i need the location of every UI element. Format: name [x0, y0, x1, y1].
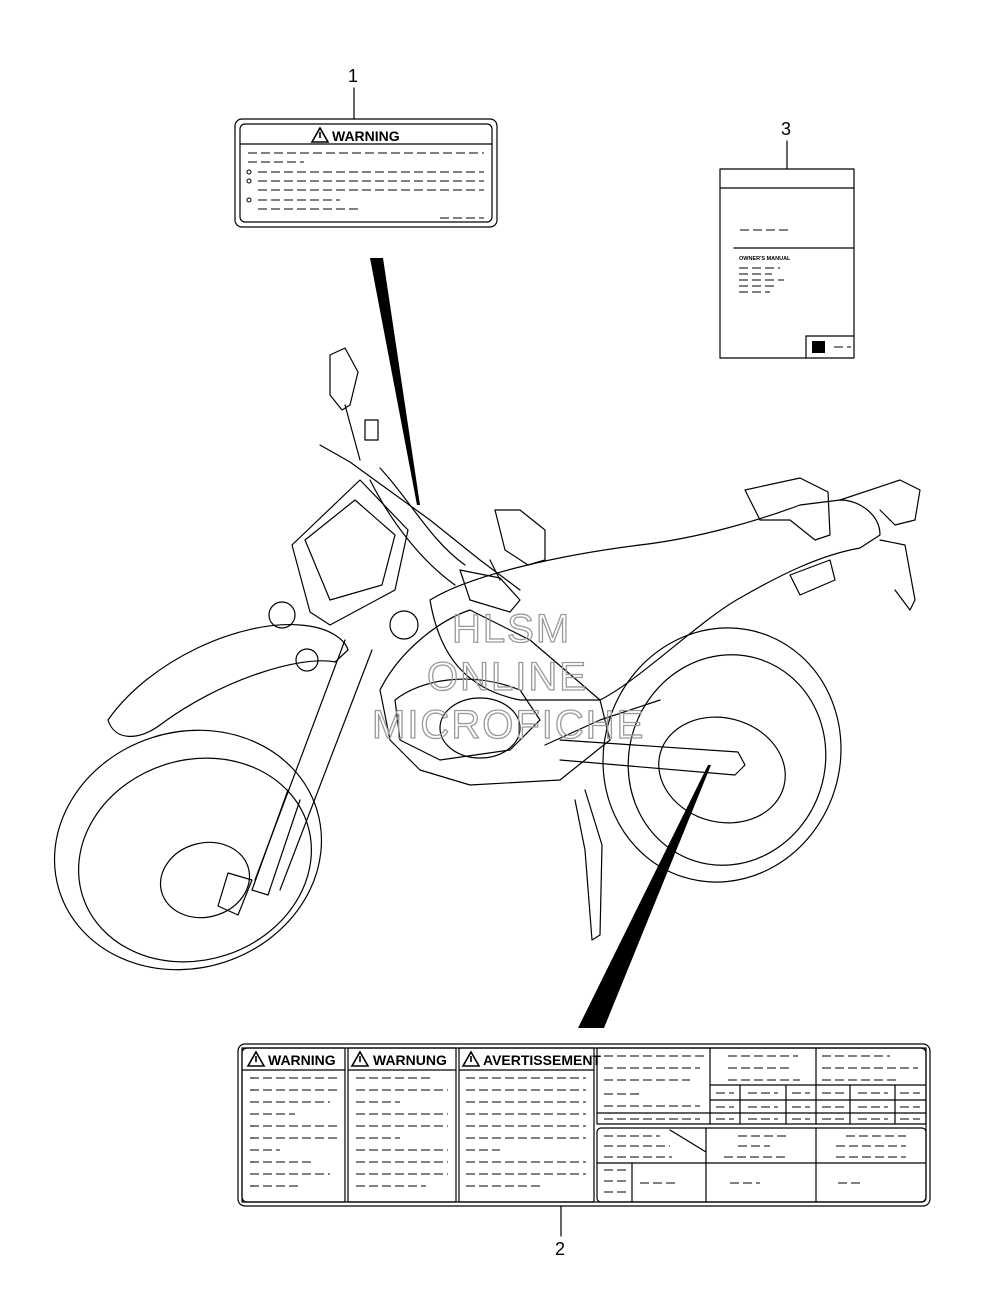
col-2-box	[347, 1047, 457, 1203]
pointer-arrow-1	[370, 258, 420, 505]
label-1-heading: WARNING	[332, 128, 400, 144]
clutch-cable	[379, 467, 466, 566]
handlebar	[319, 444, 521, 591]
col-3-box	[458, 1047, 595, 1203]
rear-rim	[627, 654, 827, 866]
rear-turn-signal	[879, 539, 916, 611]
pointer-arrow-2	[578, 765, 711, 1028]
front-reflector	[295, 648, 319, 672]
owners-manual-part-3[interactable]: OWNER'S MANUAL	[719, 168, 855, 359]
headlight-cowl	[291, 479, 409, 626]
frame-rail	[544, 699, 661, 746]
callout-number-2[interactable]: 2	[555, 1239, 565, 1259]
watermark-line-3: MICROFICHE	[372, 703, 645, 747]
headlight-lens	[304, 499, 396, 601]
col-3-heading: AVERTISSEMENT	[483, 1052, 601, 1068]
motorcycle-illustration	[53, 347, 921, 971]
callout-2-group: 2	[555, 1205, 565, 1259]
warning-triangle-icon	[350, 1050, 370, 1067]
engine-cylinder	[394, 678, 541, 761]
right-mirror-stem	[489, 559, 501, 581]
label-1-outline	[234, 118, 498, 228]
right-grip	[459, 569, 521, 613]
callout-1-group: 1	[348, 66, 358, 120]
table-top-box	[596, 1047, 927, 1125]
radiator-cap	[389, 610, 419, 640]
throttle-cable	[369, 479, 456, 586]
watermark-line-2: ONLINE	[427, 655, 588, 699]
label-1-inner-border	[239, 123, 493, 223]
suzuki-logo-icon	[812, 341, 825, 353]
col-1-box	[241, 1047, 346, 1203]
label-1-body-text	[246, 152, 484, 219]
label-2-tire-table-top	[596, 1047, 927, 1125]
front-turn-signal	[268, 601, 296, 629]
info-label-part-2[interactable]: WARNING WARNUNG	[237, 1043, 931, 1207]
label-2-column-avertissement: AVERTISSEMENT	[458, 1047, 601, 1203]
right-mirror	[494, 509, 546, 566]
engine-case	[379, 609, 611, 786]
manual-subtitle-lines	[739, 267, 784, 293]
callout-number-1[interactable]: 1	[348, 66, 358, 86]
manual-cover	[719, 168, 855, 359]
left-mirror-stem	[344, 404, 361, 461]
label-2-column-warnung: WARNUNG	[347, 1047, 457, 1203]
warning-triangle-icon	[310, 126, 330, 143]
left-mirror	[329, 347, 359, 411]
manual-title: OWNER'S MANUAL	[739, 256, 791, 262]
col-1-heading: WARNING	[268, 1052, 336, 1068]
side-stand	[574, 789, 603, 941]
fuel-tank-and-seat	[429, 499, 881, 701]
watermark-line-1: HLSM	[452, 607, 571, 651]
watermark: HLSM ONLINE MICROFICHE	[371, 606, 645, 747]
label-2-outline	[237, 1043, 931, 1207]
col-2-heading: WARNUNG	[373, 1052, 447, 1068]
label-2-column-warning: WARNING	[241, 1047, 346, 1203]
tail-section	[839, 479, 921, 526]
warning-triangle-icon	[246, 1050, 266, 1067]
front-rim	[77, 757, 313, 963]
label-2-tire-table-bottom	[596, 1127, 927, 1203]
clutch-cover	[439, 697, 521, 759]
front-fork-lower	[251, 789, 301, 896]
front-brake-disc	[159, 841, 251, 919]
table-bottom-box	[596, 1127, 927, 1203]
front-fender	[107, 623, 349, 737]
rear-hub	[658, 716, 786, 824]
callout-3-group: 3	[781, 119, 791, 170]
swingarm	[559, 739, 746, 776]
master-cylinder	[364, 419, 379, 441]
callout-number-3[interactable]: 3	[781, 119, 791, 139]
rear-tire	[602, 627, 842, 883]
rear-grab-handle	[789, 559, 836, 596]
rear-fender-hump	[744, 477, 831, 541]
front-fork-tubes	[254, 639, 373, 891]
warning-label-part-1[interactable]: WARNING	[234, 118, 498, 228]
front-tire	[53, 729, 323, 971]
warning-triangle-icon	[461, 1050, 481, 1067]
front-axle	[217, 872, 253, 916]
